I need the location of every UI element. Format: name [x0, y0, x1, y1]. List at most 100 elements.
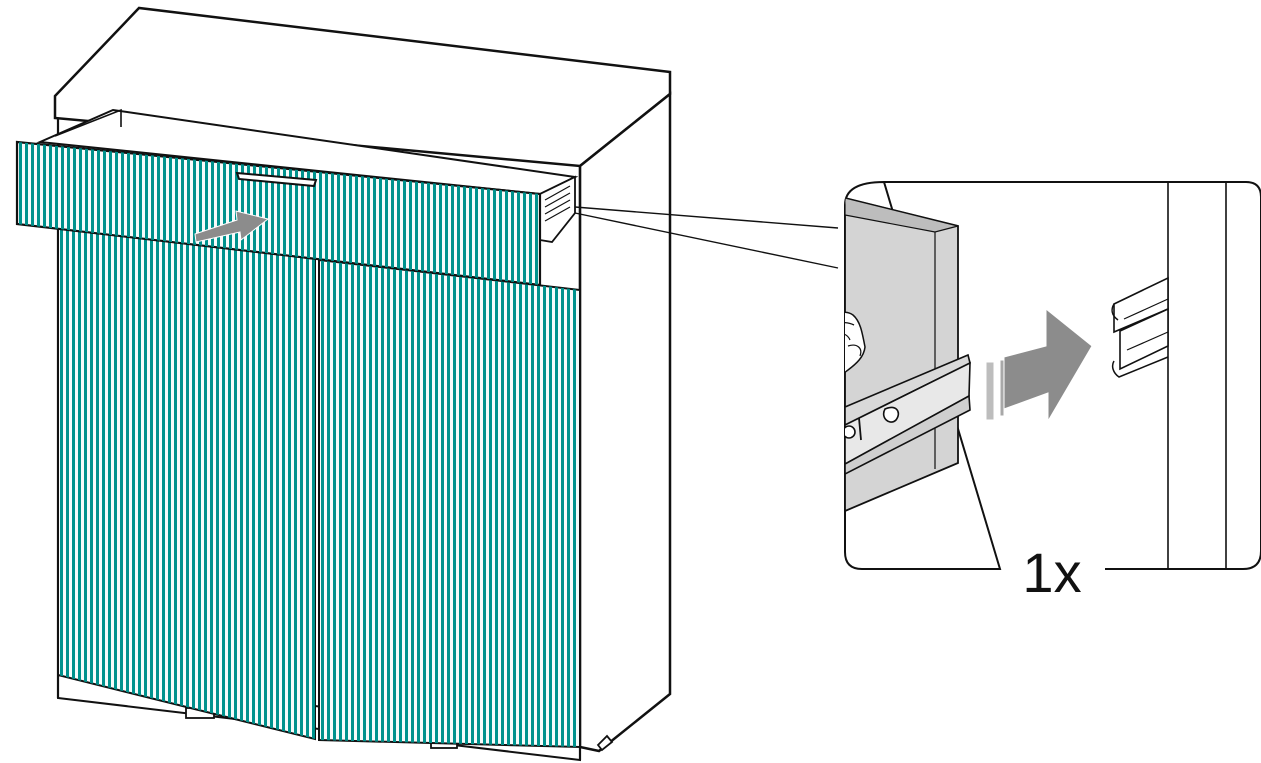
slat [91, 142, 94, 285]
cabinet-foot [596, 734, 614, 752]
slat [573, 260, 576, 747]
slat [138, 225, 141, 739]
slat [433, 142, 436, 285]
slat [331, 142, 334, 285]
slat [283, 142, 286, 285]
slat [307, 142, 310, 285]
door-left-slats [60, 225, 315, 739]
slat [543, 260, 546, 747]
slat [481, 142, 484, 285]
slat [204, 225, 207, 739]
slat [133, 142, 136, 285]
push-arrow-icon [985, 307, 1093, 423]
slat [417, 260, 420, 747]
slat [276, 225, 279, 739]
cabinet-side [578, 91, 672, 753]
slat [277, 142, 280, 285]
slat [493, 142, 496, 285]
slat [157, 142, 160, 285]
slat [115, 142, 118, 285]
slat [294, 225, 297, 739]
slat [349, 142, 352, 285]
slat [355, 142, 358, 285]
slat [385, 142, 388, 285]
slat [109, 142, 112, 285]
slat [223, 142, 226, 285]
slat [25, 142, 28, 285]
slat [501, 260, 504, 747]
slat [357, 260, 360, 747]
slat [79, 142, 82, 285]
drawer-handle [235, 171, 318, 188]
slat [373, 142, 376, 285]
slat [537, 260, 540, 747]
slat [145, 142, 148, 285]
slat [85, 142, 88, 285]
slat [397, 142, 400, 285]
slat [259, 142, 262, 285]
slat [567, 260, 570, 747]
slat [60, 225, 63, 739]
slat [405, 260, 408, 747]
slat [210, 225, 213, 739]
slat [31, 142, 34, 285]
slat [483, 260, 486, 747]
slat [511, 142, 514, 285]
slat [282, 225, 285, 739]
slat [288, 225, 291, 739]
push-arrow-icon [194, 210, 270, 243]
slat [459, 260, 462, 747]
slat [265, 142, 268, 285]
slat [174, 225, 177, 739]
slat [549, 260, 552, 747]
slat [471, 260, 474, 747]
slat [253, 142, 256, 285]
slat [114, 225, 117, 739]
slat [525, 260, 528, 747]
slat [139, 142, 142, 285]
slat [477, 260, 480, 747]
slat [108, 225, 111, 739]
slat [415, 142, 418, 285]
slat [211, 142, 214, 285]
slat [96, 225, 99, 739]
slat [337, 142, 340, 285]
slat [447, 260, 450, 747]
slat [301, 142, 304, 285]
slat [453, 260, 456, 747]
slat [72, 225, 75, 739]
slat [505, 142, 508, 285]
slat [561, 260, 564, 747]
slat [421, 142, 424, 285]
slat [205, 142, 208, 285]
slat [168, 225, 171, 739]
quantity-label: 1x [1022, 541, 1081, 604]
slat [151, 142, 154, 285]
slat [234, 225, 237, 739]
door-right-slats [321, 260, 576, 747]
slat [345, 260, 348, 747]
slat [319, 142, 322, 285]
slat [169, 142, 172, 285]
slat [375, 260, 378, 747]
slat [519, 260, 522, 747]
slat [192, 225, 195, 739]
slat [78, 225, 81, 739]
slat [126, 225, 129, 739]
slat [240, 225, 243, 739]
slat [216, 225, 219, 739]
slat [489, 260, 492, 747]
slat [193, 142, 196, 285]
drawer-rail-icon [845, 353, 971, 476]
slat [127, 142, 130, 285]
slat [339, 260, 342, 747]
slat [300, 225, 303, 739]
slat [289, 142, 292, 285]
detail-callout-lines [574, 206, 839, 269]
slat [427, 142, 430, 285]
slat [121, 142, 124, 285]
slat [499, 142, 502, 285]
slat [465, 260, 468, 747]
slat [312, 225, 315, 739]
